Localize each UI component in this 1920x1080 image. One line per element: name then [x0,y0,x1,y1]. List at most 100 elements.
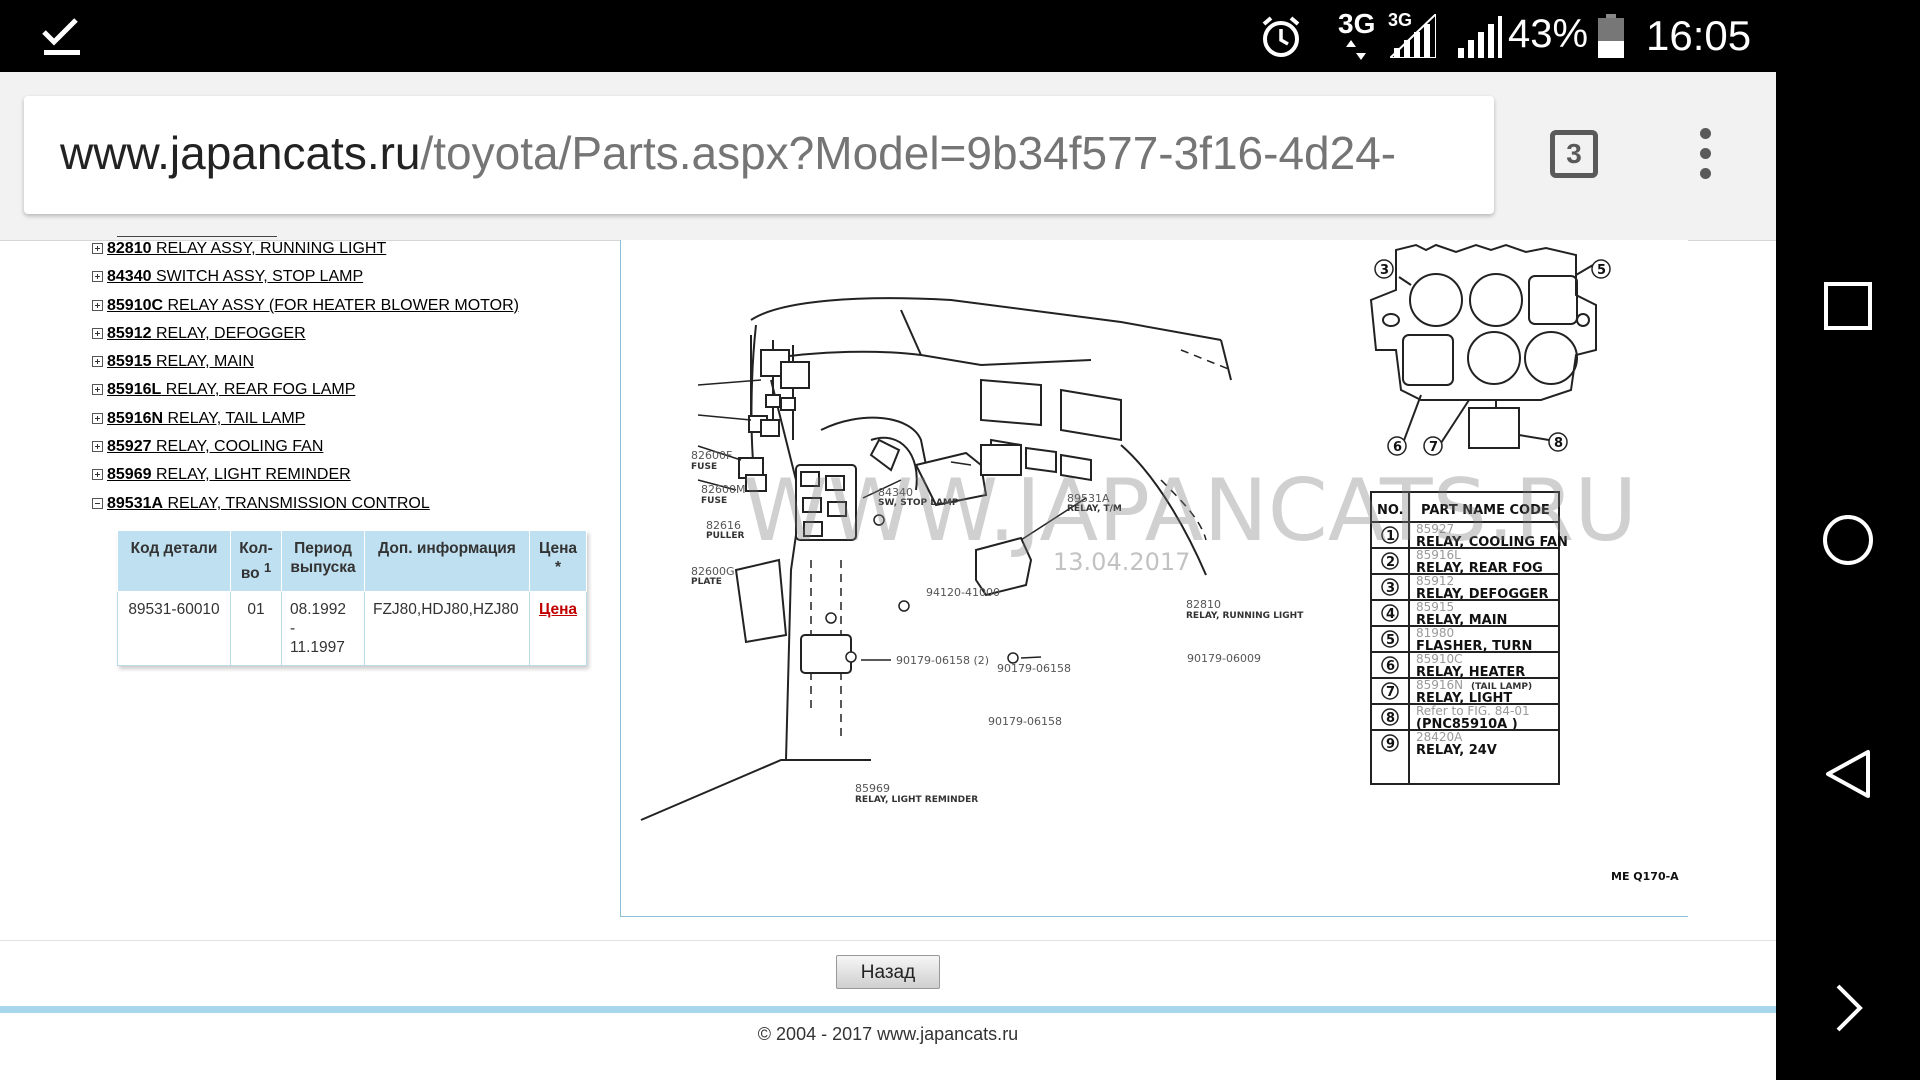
svg-text:FUSE: FUSE [691,462,717,472]
tree-item-link[interactable]: 89531A RELAY, TRANSMISSION CONTROL [107,495,430,512]
recents-icon[interactable] [1822,280,1874,332]
svg-text:7: 7 [1429,440,1438,455]
tree-item-code: 84340 [107,268,152,286]
browser-screen: 3G 3G 43% 16:05 www.japancats.ru/toyota/… [0,0,1776,1080]
tree-item-link[interactable]: 85916N RELAY, TAIL LAMP [107,410,305,427]
tree-item-label: RELAY, REAR FOG LAMP [161,381,356,399]
tree-item-89531a[interactable]: 89531A RELAY, TRANSMISSION CONTROL [92,495,612,523]
svg-text:SW, STOP LAMP: SW, STOP LAMP [878,498,959,508]
tree-item-link[interactable]: 85910C RELAY ASSY (FOR HEATER BLOWER MOT… [107,297,519,314]
url-path: /toyota/Parts.aspx?Model=9b34f577-3f16-4… [420,127,1397,179]
clock: 16:05 [1646,12,1752,59]
tree-item-link[interactable]: 85915 RELAY, MAIN [107,353,254,370]
cell-period: 08.1992-11.1997 [281,591,365,667]
tree-item-label: RELAY, TRANSMISSION CONTROL [163,494,430,512]
col-code: Код детали [117,529,231,593]
tree-item-link[interactable]: 85969 RELAY, LIGHT REMINDER [107,466,351,483]
overflow-menu-icon[interactable] [1700,128,1712,188]
legend-code: 85927 [1416,522,1454,536]
figure-code: ME Q170-A [1611,870,1679,883]
tree-item-code: 85912 [107,324,152,342]
diagram-drawing: 82600F FUSE 82600M FUSE 82616 PULLER 826… [640,243,1679,883]
tab-switcher-button[interactable]: 3 [1550,130,1598,178]
browser-toolbar: www.japancats.ru/toyota/Parts.aspx?Model… [0,72,1776,241]
legend-code: 85912 [1416,574,1454,588]
collapse-icon[interactable] [92,497,103,509]
back-nav-icon[interactable] [1822,748,1874,800]
legend-name: RELAY, HEATER [1416,665,1525,680]
legend-no: 3 [1386,581,1395,596]
legend-no: 6 [1386,659,1395,674]
expand-icon[interactable] [92,271,103,283]
tree-item-link[interactable]: 85912 RELAY, DEFOGGER [107,325,306,342]
expand-icon[interactable] [92,412,103,424]
expand-icon[interactable] [92,243,103,254]
tree-item-link[interactable]: 82810 RELAY ASSY, RUNNING LIGHT [107,240,386,257]
svg-text:82616: 82616 [706,519,741,532]
legend-code: 85916L [1416,548,1461,562]
tree-item-code: 85927 [107,438,152,456]
legend-no: 5 [1386,633,1395,648]
android-nav-bar [1776,0,1920,1080]
legend-code: 85916N [1416,678,1463,692]
expand-icon[interactable] [92,299,103,311]
tree-item-code: 85916N [107,409,164,427]
tree-item-link[interactable]: 84340 SWITCH ASSY, STOP LAMP [107,268,363,285]
tree-item-label: RELAY ASSY, RUNNING LIGHT [151,240,387,257]
tree-item-85927[interactable]: 85927 RELAY, COOLING FAN [92,438,612,466]
tree-item-82810[interactable]: 82810 RELAY ASSY, RUNNING LIGHT [92,240,612,268]
status-bar: 3G 3G 43% 16:05 [0,0,1776,72]
expand-icon[interactable] [92,327,103,339]
legend-name: RELAY, COOLING FAN [1416,535,1568,550]
tree-item-code: 82810 [107,240,152,257]
svg-text:PART NAME CODE: PART NAME CODE [1421,503,1550,518]
legend-code: 85915 [1416,600,1454,614]
tree-item-85912[interactable]: 85912 RELAY, DEFOGGER [92,325,612,353]
legend-no: 9 [1386,737,1395,752]
download-done-icon [42,18,80,55]
leader-lines [697,379,1087,661]
tree-item-84340[interactable]: 84340 SWITCH ASSY, STOP LAMP [92,268,612,296]
tree-item-code: 89531A [107,494,164,512]
expand-icon[interactable] [92,469,103,481]
chevron-right-icon[interactable] [1822,982,1874,1034]
table-row: 89531-60010 01 08.1992-11.1997 FZJ80,HDJ… [117,591,587,667]
relay-callouts: 3 5 6 7 8 [1374,259,1611,456]
alarm-icon [1262,16,1300,57]
tree-item-85916l[interactable]: 85916L RELAY, REAR FOG LAMP [92,381,612,409]
legend-no: 4 [1386,607,1395,622]
svg-text:94120-41000: 94120-41000 [926,586,1000,599]
svg-text:90179-06158: 90179-06158 [988,715,1062,728]
tree-item-link[interactable]: 85927 RELAY, COOLING FAN [107,438,323,455]
tree-item-85969[interactable]: 85969 RELAY, LIGHT REMINDER [92,466,612,494]
back-button[interactable]: Назад [836,955,940,989]
svg-text:FUSE: FUSE [701,496,727,506]
col-info: Доп. информация [364,529,530,593]
tree-item-code: 85910C [107,296,164,314]
price-link[interactable]: Цена [538,601,578,619]
tree-item-code: 85915 [107,353,152,371]
data-arrows-icon [1346,40,1366,60]
cell-info: FZJ80,HDJ80,HZJ80 [364,591,530,667]
expand-icon[interactable] [92,356,103,368]
svg-text:3: 3 [1380,263,1389,278]
tree-item-85916n[interactable]: 85916N RELAY, TAIL LAMP [92,410,612,438]
url-text[interactable]: www.japancats.ru/toyota/Parts.aspx?Model… [60,126,1396,180]
cell-price: Цена [529,591,587,667]
tree-item-85915[interactable]: 85915 RELAY, MAIN [92,353,612,381]
svg-text:84340: 84340 [878,486,913,499]
tree-item-label: RELAY, DEFOGGER [151,324,306,342]
footer-rule [0,1006,1776,1013]
home-icon[interactable] [1822,514,1874,566]
separator [0,940,1776,941]
tree-item-link[interactable]: 85916L RELAY, REAR FOG LAMP [107,381,355,398]
legend-no: 7 [1386,685,1395,700]
url-bar[interactable]: www.japancats.ru/toyota/Parts.aspx?Model… [24,96,1494,214]
expand-icon[interactable] [92,384,103,396]
relay-cluster [734,349,1033,674]
footer-copyright: © 2004 - 2017 www.japancats.ru [757,1024,1019,1044]
svg-text:85969: 85969 [855,782,890,795]
tree-item-85910c[interactable]: 85910C RELAY ASSY (FOR HEATER BLOWER MOT… [92,297,612,325]
watermark: WWW.JAPANCATS.RU [743,461,1637,561]
expand-icon[interactable] [92,441,103,453]
